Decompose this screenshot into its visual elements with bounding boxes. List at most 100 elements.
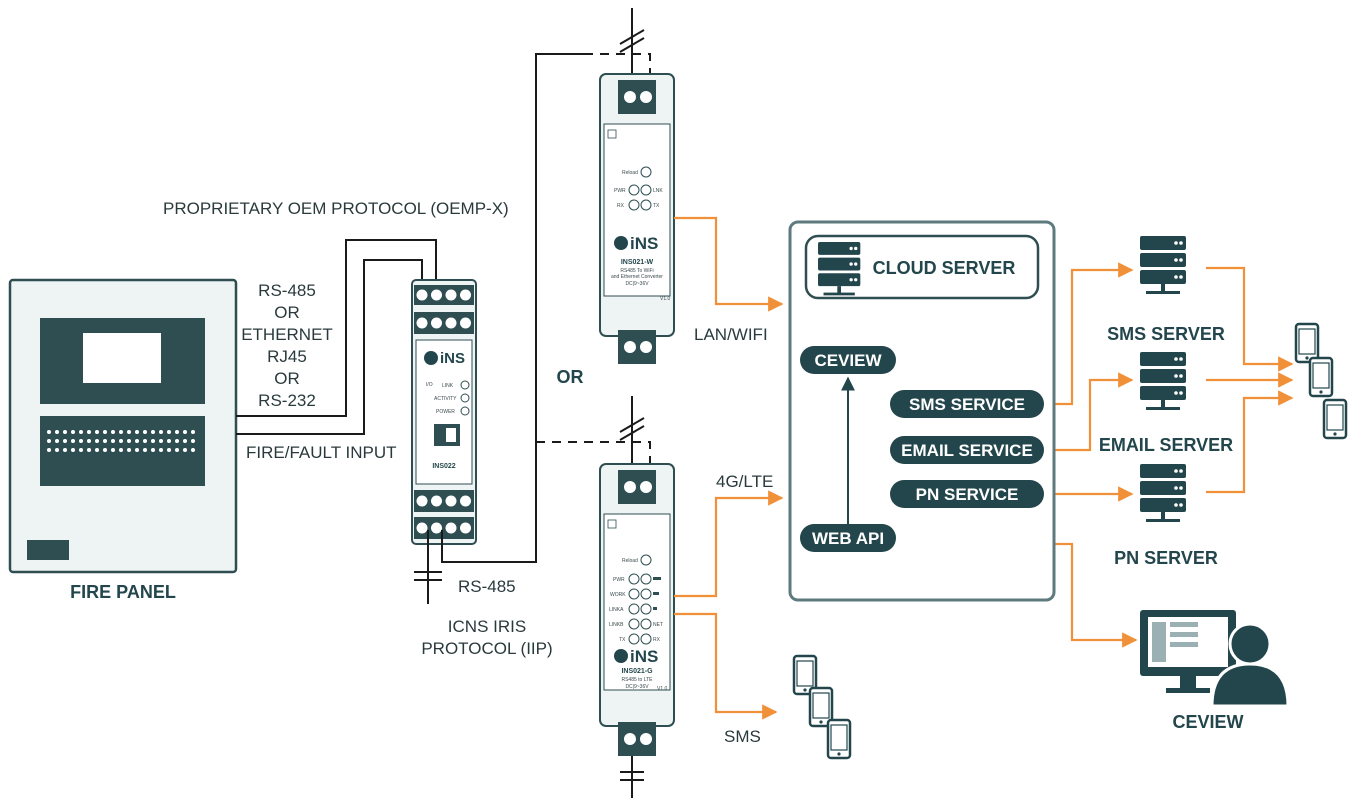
panel-led-dot bbox=[143, 430, 147, 434]
panel-led-dot bbox=[151, 439, 155, 443]
terminal-screw bbox=[460, 289, 471, 301]
smartphone-icon bbox=[1322, 398, 1348, 440]
ins021w-desc2: and Ethernet Converter bbox=[611, 274, 663, 280]
cloud-server-block: CLOUD SERVER CEVIEW WEB API SMS SERVICE … bbox=[788, 220, 1056, 602]
cloud-server-title: CLOUD SERVER bbox=[873, 258, 1016, 278]
terminal-screw bbox=[416, 317, 428, 329]
proprietary-protocol-label: PROPRIETARY OEM PROTOCOL (OEMP-X) bbox=[163, 199, 509, 218]
terminal-screw bbox=[416, 522, 428, 534]
ins021w-module: Reload PWR LNK RX TX iNS INS021-W RS485 … bbox=[599, 8, 675, 364]
panel-led-dot bbox=[47, 448, 51, 452]
panel-led-dot bbox=[127, 430, 131, 434]
ins022-led-power: POWER bbox=[436, 409, 455, 415]
ins021w-version: V1.0 bbox=[660, 296, 671, 302]
terminal-screw bbox=[431, 522, 442, 534]
ins021w-tx: TX bbox=[653, 203, 660, 209]
server-rack-icon bbox=[1140, 236, 1186, 294]
panel-led-dot bbox=[71, 430, 75, 434]
panel-led-dot bbox=[63, 430, 67, 434]
ins022-led-link: LINK bbox=[442, 383, 454, 389]
ins022-led-activity: ACTIVITY bbox=[434, 396, 457, 402]
panel-led-dot bbox=[159, 439, 163, 443]
sms-phones bbox=[792, 654, 852, 760]
panel-led-dot bbox=[47, 430, 51, 434]
smartphone-icon bbox=[1308, 356, 1334, 398]
panel-led-dot bbox=[135, 448, 139, 452]
ins021w-rx: RX bbox=[617, 203, 625, 209]
ins022-terminals bbox=[416, 289, 471, 534]
panel-led-dot bbox=[55, 448, 59, 452]
panel-led-dot bbox=[87, 439, 91, 443]
ins021w-model: INS021-W bbox=[621, 259, 654, 266]
ins021w-brand: iNS bbox=[630, 234, 658, 253]
panel-led-dot bbox=[119, 439, 123, 443]
smartphone-icon bbox=[1294, 322, 1320, 364]
panel-led-dot bbox=[111, 448, 115, 452]
panel-led-dot bbox=[175, 448, 179, 452]
sms-server-label: SMS SERVER bbox=[1107, 324, 1225, 344]
ins021g-power: DC|9~36V bbox=[625, 684, 649, 690]
ins021g-net: NET bbox=[653, 622, 663, 628]
email-service-pill: EMAIL SERVICE bbox=[901, 441, 1033, 460]
panel-led-dot bbox=[127, 439, 131, 443]
orange-links bbox=[674, 216, 1294, 720]
panel-led-dot bbox=[47, 439, 51, 443]
ins021g-linka: LINKA bbox=[609, 607, 624, 613]
panel-led-dot bbox=[159, 448, 163, 452]
panel-led-grid bbox=[47, 430, 195, 452]
email-server-label: EMAIL SERVER bbox=[1099, 435, 1233, 455]
terminal-screw bbox=[460, 317, 471, 329]
panel-led-dot bbox=[175, 430, 179, 434]
web-api-pill: WEB API bbox=[812, 529, 884, 548]
fire-panel bbox=[8, 278, 238, 574]
fire-panel-label: FIRE PANEL bbox=[70, 582, 176, 602]
ins021g-reload: Reload bbox=[622, 558, 638, 564]
panel-led-dot bbox=[95, 448, 99, 452]
panel-led-dot bbox=[175, 439, 179, 443]
panel-led-dot bbox=[135, 430, 139, 434]
panel-led-dot bbox=[63, 439, 67, 443]
conn-rs232-label: RS-232 bbox=[258, 391, 316, 410]
ins021g-work: WORK bbox=[610, 592, 626, 598]
terminal-screw bbox=[460, 495, 471, 507]
pn-server: PN SERVER bbox=[1114, 464, 1218, 568]
sms-service-pill: SMS SERVICE bbox=[909, 395, 1025, 414]
panel-led-dot bbox=[63, 448, 67, 452]
panel-led-dot bbox=[79, 430, 83, 434]
conn-ethernet-label: ETHERNET bbox=[241, 325, 333, 344]
terminal-screw bbox=[445, 522, 457, 534]
pn-service-pill: PN SERVICE bbox=[916, 485, 1019, 504]
panel-led-dot bbox=[183, 430, 187, 434]
panel-led-dot bbox=[151, 448, 155, 452]
ins022-io: I/O bbox=[426, 382, 433, 388]
terminal-screw bbox=[445, 495, 457, 507]
ins021g-pwr: PWR bbox=[613, 577, 625, 583]
notification-phones bbox=[1294, 322, 1348, 440]
panel-led-dot bbox=[143, 439, 147, 443]
ins022-ground-wire bbox=[414, 530, 442, 604]
ins021g-tx: TX bbox=[619, 637, 626, 643]
panel-led-dot bbox=[191, 448, 195, 452]
panel-led-dot bbox=[95, 439, 99, 443]
panel-led-dot bbox=[143, 448, 147, 452]
lan-wifi-label: LAN/WIFI bbox=[694, 325, 768, 344]
panel-led-dot bbox=[167, 448, 171, 452]
panel-led-dot bbox=[167, 439, 171, 443]
ins022-model: INS022 bbox=[432, 463, 455, 470]
conn-or-2: OR bbox=[274, 369, 300, 388]
monitor-user-icon bbox=[1140, 610, 1290, 708]
server-rack-icon bbox=[1140, 464, 1186, 522]
panel-led-dot bbox=[167, 430, 171, 434]
ins021w-power: DC|9~36V bbox=[625, 281, 649, 287]
ins021g-linkb: LINKB bbox=[609, 622, 624, 628]
panel-led-dot bbox=[55, 439, 59, 443]
conn-rj45-label: RJ45 bbox=[267, 347, 307, 366]
server-rack-icon bbox=[1140, 352, 1186, 410]
icns-line1: ICNS IRIS bbox=[448, 617, 526, 636]
icns-line2: PROTOCOL (IIP) bbox=[421, 639, 552, 658]
rs485-bottom-label: RS-485 bbox=[458, 577, 516, 596]
terminal-screw bbox=[431, 289, 442, 301]
panel-led-dot bbox=[79, 439, 83, 443]
